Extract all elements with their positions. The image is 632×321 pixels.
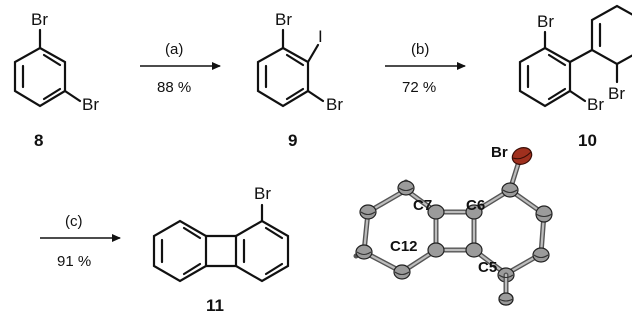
crystal-label-c6: C6: [466, 197, 485, 214]
compound-8-structure: Br Br: [13, 10, 99, 114]
compound-11-label: 11: [206, 296, 224, 315]
crystal-bromine-atom: [511, 147, 533, 165]
step-b-label: (b): [411, 41, 429, 58]
step-c-yield: 91 %: [57, 253, 91, 270]
compound-10-structure: Br Br Br: [518, 4, 632, 114]
compound-9-label: 9: [288, 131, 297, 150]
crystal-label-c12: C12: [390, 238, 418, 255]
step-c-label: (c): [65, 213, 83, 230]
crystal-label-c7: C7: [413, 197, 432, 214]
compound-9-br-right: Br: [326, 95, 343, 114]
step-b-yield: 72 %: [402, 79, 436, 96]
crystal-label-br: Br: [491, 144, 508, 161]
compound-11-structure: Br: [152, 184, 290, 283]
compound-9-iodo: I: [318, 27, 323, 46]
compound-9-structure: Br I Br: [256, 10, 343, 114]
compound-8-br-top: Br: [31, 10, 48, 29]
crystal-structure: Br C7 C6 C12 C5: [353, 144, 553, 306]
compound-10-br-top: Br: [537, 12, 554, 31]
compound-11-br: Br: [254, 184, 271, 203]
step-a-yield: 88 %: [157, 79, 191, 96]
crystal-bonds: [353, 155, 547, 277]
compound-8-br-right: Br: [82, 95, 99, 114]
compound-10-label: 10: [578, 131, 597, 150]
compound-10-br-second-ring: Br: [608, 84, 625, 103]
crystal-carbon-atoms: [355, 180, 553, 306]
step-a-label: (a): [165, 41, 183, 58]
compound-10-br-bottom: Br: [587, 95, 604, 114]
compound-9-br-top: Br: [275, 10, 292, 29]
compound-8-label: 8: [34, 131, 43, 150]
crystal-label-c5: C5: [478, 259, 497, 276]
